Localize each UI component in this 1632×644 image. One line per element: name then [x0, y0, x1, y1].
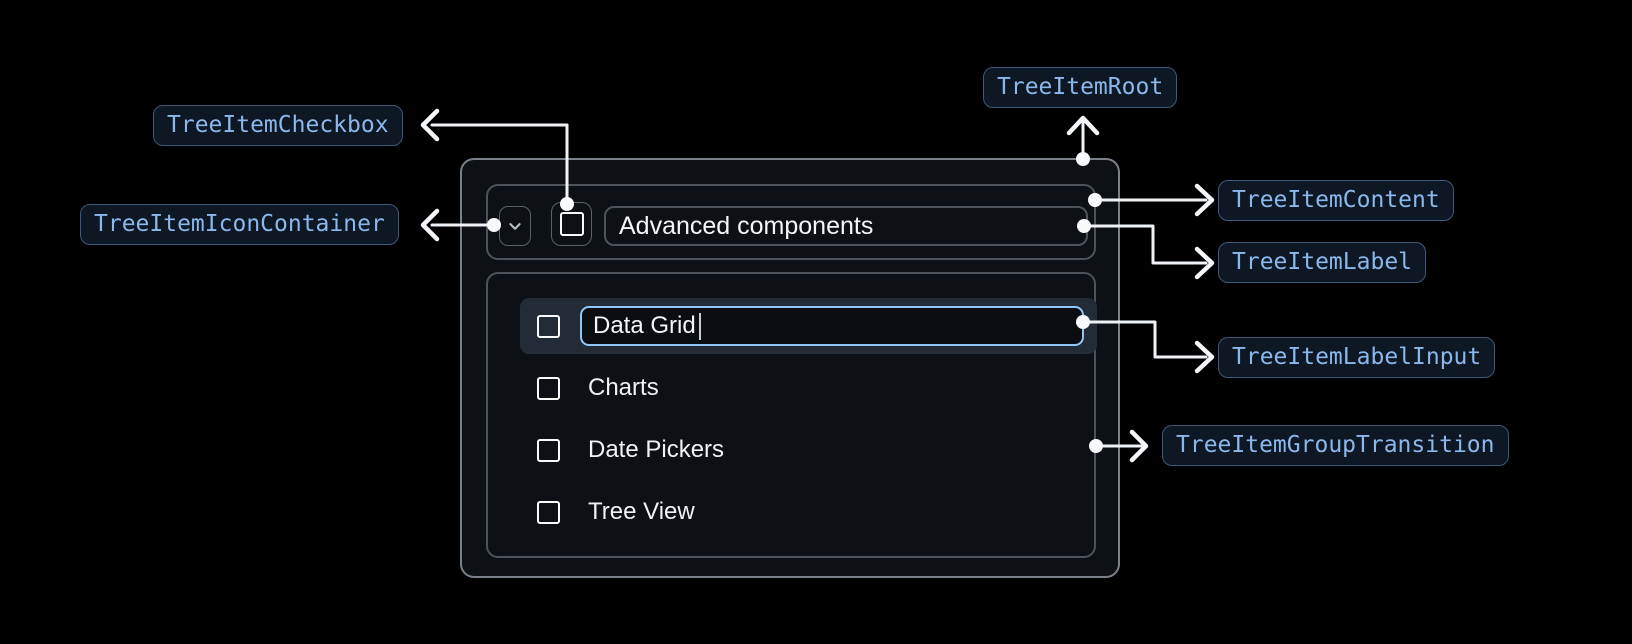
checkbox-data-grid[interactable] — [537, 314, 560, 338]
tree-item-label-text: Advanced components — [619, 211, 874, 240]
annotation-tree-item-group-transition: TreeItemGroupTransition — [1162, 425, 1509, 466]
tree-item-content[interactable]: Advanced components — [486, 184, 1096, 260]
text-cursor — [698, 312, 701, 340]
annotation-tree-item-label-input: TreeItemLabelInput — [1218, 337, 1496, 378]
tree-item-label-charts: Charts — [588, 374, 659, 401]
tree-item-label-date-pickers: Date Pickers — [588, 436, 725, 463]
annotation-tree-item-content: TreeItemContent — [1218, 180, 1454, 221]
annotation-tree-item-label: TreeItemLabel — [1218, 242, 1427, 283]
tree-item-row-data-grid[interactable]: Data Grid — [520, 298, 1097, 354]
tree-item-row-tree-view[interactable]: Tree View — [520, 484, 1097, 540]
tree-item-label-tree-view: Tree View — [588, 498, 695, 525]
chevron-down-icon — [509, 223, 521, 230]
checkbox-date-pickers[interactable] — [537, 438, 560, 462]
tree-item-label-input[interactable]: Data Grid — [580, 306, 1084, 346]
annotation-tree-item-icon-container: TreeItemIconContainer — [80, 204, 399, 245]
tree-item-row-date-pickers[interactable]: Date Pickers — [520, 422, 1097, 478]
tree-item-checkbox[interactable] — [559, 212, 584, 236]
tree-item-row-charts[interactable]: Charts — [520, 360, 1097, 416]
tree-item-label: Advanced components — [604, 206, 1088, 246]
checkbox-tree-view[interactable] — [537, 500, 560, 524]
checkbox-charts[interactable] — [537, 376, 560, 400]
annotation-tree-item-checkbox: TreeItemCheckbox — [153, 105, 403, 146]
label-input-value: Data Grid — [593, 312, 696, 339]
tree-item-icon-container[interactable] — [499, 206, 531, 246]
annotation-tree-item-root: TreeItemRoot — [983, 67, 1178, 108]
tree-item-checkbox-container — [551, 202, 592, 246]
tree-item-root: Advanced components Data Grid Charts Dat… — [460, 158, 1120, 578]
tree-item-group-transition: Data Grid Charts Date Pickers Tree View — [486, 272, 1097, 558]
